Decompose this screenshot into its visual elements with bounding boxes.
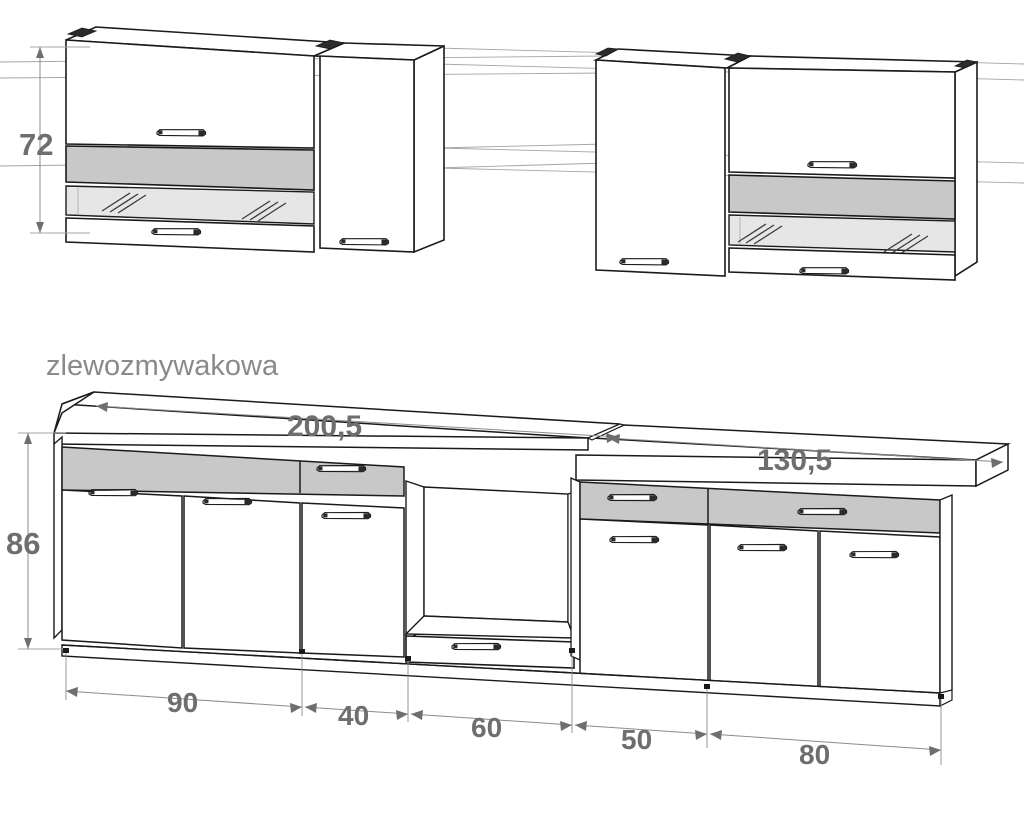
- base-door-80-left[interactable]: [709, 524, 819, 691]
- lower-right-end-panel: [939, 493, 953, 698]
- upper-right-tall-door[interactable]: [595, 59, 726, 277]
- wall-unit-tall-door-right[interactable]: [595, 59, 726, 277]
- upper-right-group[interactable]: [592, 47, 979, 281]
- upper-left-corner-strip: [66, 27, 98, 38]
- dimension-lower-height: 86: [6, 432, 66, 650]
- lower-left-drawer-band: [61, 446, 405, 497]
- countertop-left-return: [53, 391, 95, 434]
- dimension-chain: 90 40 60 50 80: [63, 648, 944, 770]
- dimension-130-5-label: 130,5: [757, 444, 832, 477]
- upper-left-tall-door[interactable]: [319, 55, 415, 253]
- base-door-90-left[interactable]: [61, 489, 183, 649]
- upper-right-hinge-strip: [723, 52, 752, 63]
- niche-bottom-drawer[interactable]: [405, 635, 575, 669]
- dimension-90: 90: [65, 687, 303, 718]
- dimension-50: 50: [574, 721, 708, 755]
- upper-left-flap-door[interactable]: [65, 39, 315, 149]
- base-door-90-right[interactable]: [183, 495, 301, 654]
- upper-right-end-strip: [953, 59, 979, 69]
- niche-back-panel: [423, 486, 569, 623]
- base-drawer-40-front[interactable]: [301, 502, 405, 658]
- dimension-200-5-label: 200,5: [287, 410, 362, 443]
- dimension-80: 80: [709, 730, 942, 770]
- glass-reflection-icon: [737, 223, 929, 255]
- dimension-80-label: 80: [799, 739, 830, 770]
- upper-left-gray-band: [65, 145, 315, 191]
- dimension-upper-height: 72: [19, 46, 90, 234]
- upper-right-corner-strip: [594, 47, 620, 57]
- dimension-right-run-width: 130,5: [607, 434, 1004, 477]
- lower-right-side-panel: [570, 476, 581, 662]
- upper-left-hinge-strip: [314, 39, 346, 50]
- dimension-60-label: 60: [471, 712, 502, 743]
- upper-left-side-panel: [413, 44, 445, 254]
- glass-front-wall-unit-left[interactable]: [65, 39, 315, 253]
- wall-unit-tall-door-left[interactable]: [319, 55, 415, 253]
- dimension-50-label: 50: [621, 724, 652, 755]
- lower-left-side-panel: [53, 435, 63, 640]
- glass-front-wall-unit-right[interactable]: [728, 67, 956, 281]
- upper-right-glass-panel: [728, 214, 956, 253]
- upper-right-bottom-drawer[interactable]: [728, 247, 956, 281]
- base-door-50[interactable]: [579, 518, 709, 685]
- lower-right-run[interactable]: [570, 476, 953, 698]
- lower-left-run[interactable]: [53, 435, 405, 658]
- countertop-edge-left: [53, 432, 589, 451]
- dimension-40-label: 40: [338, 700, 369, 731]
- dimension-60: 60: [410, 710, 573, 743]
- dimension-86-label: 86: [6, 526, 40, 561]
- dimension-90-label: 90: [167, 687, 198, 718]
- niche-left-wall: [405, 480, 425, 642]
- section-label: zlewozmywakowa: [46, 350, 279, 382]
- upper-left-glass-panel: [65, 185, 315, 225]
- dimension-40: 40: [304, 700, 409, 731]
- upper-right-flap-door[interactable]: [728, 67, 956, 179]
- dimension-left-run-width: 200,5: [95, 402, 619, 443]
- dimension-72-label: 72: [19, 127, 53, 162]
- upper-left-group[interactable]: [65, 26, 445, 254]
- glass-reflection-icon: [101, 192, 287, 222]
- upper-right-gray-band: [728, 174, 956, 220]
- appliance-niche[interactable]: [404, 480, 576, 669]
- upper-right-side-panel: [954, 60, 978, 278]
- plinth: [61, 644, 953, 707]
